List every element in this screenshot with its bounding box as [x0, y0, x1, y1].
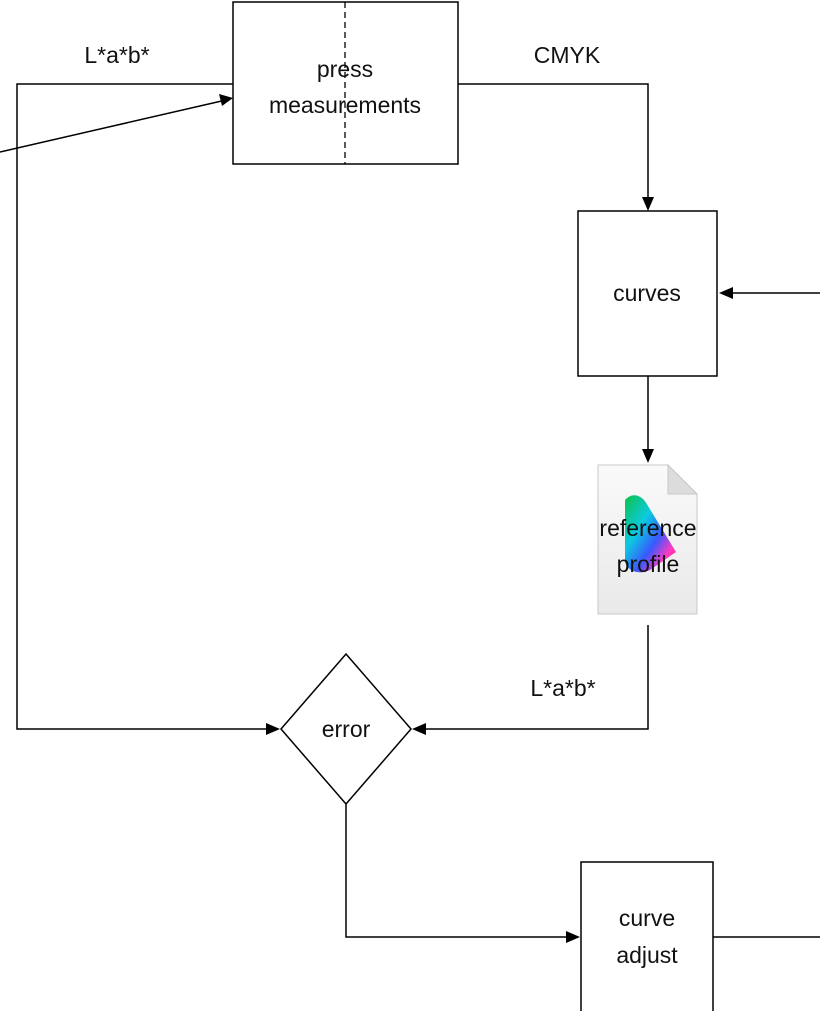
- curve-adjust-label-line1: curve: [619, 905, 675, 931]
- input-arrowhead: [219, 94, 233, 106]
- lab-feedback-arrowhead: [266, 723, 280, 735]
- error-to-adjust-line: [345, 804, 567, 938]
- curves-label: curves: [613, 280, 681, 306]
- profile-to-error-arrowhead: [412, 723, 426, 735]
- cmyk-line: [458, 83, 649, 198]
- error-to-adjust-arrowhead: [566, 931, 580, 943]
- curve-adjust-node: curve adjust: [580, 861, 714, 1011]
- input-arrow-line: [0, 99, 227, 153]
- profile-to-error-line: [424, 625, 649, 730]
- profile-label-line2: profile: [617, 551, 680, 577]
- cmyk-arrowhead: [642, 197, 654, 211]
- press-label-line2: measurements: [269, 92, 421, 118]
- reference-profile-node: reference profile: [597, 463, 699, 615]
- curves-node: curves: [577, 210, 718, 377]
- curve-adjust-box: [580, 861, 714, 1011]
- error-label: error: [322, 716, 371, 742]
- lab-bottom-edge-label: L*a*b*: [530, 675, 595, 701]
- error-diamond: [280, 652, 412, 806]
- press-measurements-node: press measurements: [232, 1, 459, 165]
- cmyk-edge-label: CMYK: [534, 42, 601, 68]
- curves-to-profile-arrowhead: [642, 449, 654, 463]
- lab-top-edge-label: L*a*b*: [84, 42, 149, 68]
- profile-label-line1: reference: [599, 515, 696, 541]
- curve-adjust-label-line2: adjust: [616, 942, 678, 968]
- error-node: error: [280, 652, 412, 806]
- curves-box: [577, 210, 718, 377]
- curves-input-arrowhead: [719, 287, 733, 299]
- press-label-line1: press: [317, 56, 373, 82]
- lab-feedback-line: [16, 83, 268, 730]
- color-profile-document-icon: [597, 463, 699, 615]
